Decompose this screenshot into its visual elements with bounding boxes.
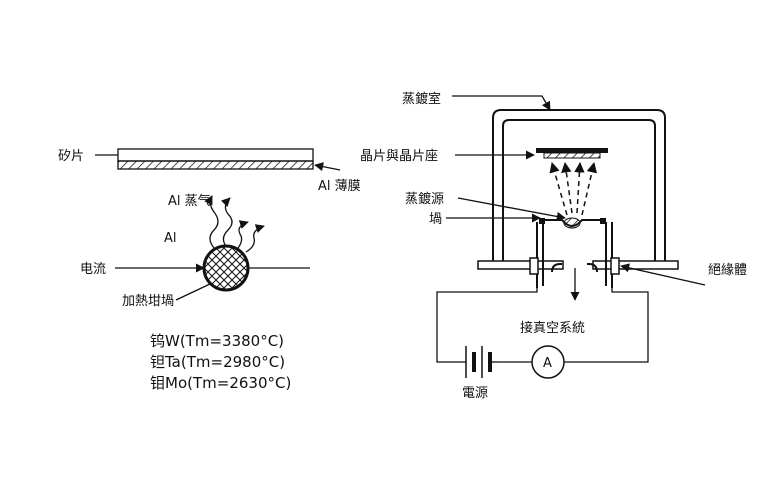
vapor-arrow-4 <box>245 224 265 253</box>
label-heater: 加熱坩堝 <box>122 294 174 309</box>
label-chamber: 蒸鍍室 <box>402 91 441 107</box>
al-film <box>117 160 314 170</box>
battery <box>463 346 500 378</box>
vapor-dash-4 <box>581 161 597 216</box>
insulator-leader <box>620 263 706 286</box>
material-molybdenum: 钼Mo(Tm=2630°C) <box>150 374 291 392</box>
chamber-leader <box>452 95 551 111</box>
pump-pipe-right <box>587 263 598 273</box>
crucible-clamp-right <box>600 218 606 224</box>
circuit-left <box>436 288 538 363</box>
right-diagram: 接真空系統 電源 A 蒸鍍室 晶片與晶片座 蒸鍍源 堝 絕緣體 <box>360 91 747 401</box>
material-tantalum: 钽Ta(Tm=2980°C) <box>150 353 285 371</box>
vapor-arrow-1 <box>204 195 219 249</box>
ammeter <box>531 345 565 379</box>
vapor-dash-2 <box>561 161 573 214</box>
base-plate-left <box>477 260 564 270</box>
left-diagram: 矽片 Al 薄膜 电流 加熱坩堝 Al 蒸气 Al <box>58 148 361 309</box>
chamber-inner-wall <box>502 119 656 262</box>
insulator-right <box>610 257 620 275</box>
vapor-arrow-3 <box>237 220 249 249</box>
label-source: 蒸鍍源 <box>405 191 444 207</box>
ammeter-label: A <box>543 356 552 371</box>
wafer <box>117 148 314 162</box>
heater-crucible <box>202 244 250 292</box>
vapor-dash-3 <box>574 161 585 214</box>
vapor-dash-1 <box>549 161 568 216</box>
pump-pipe-left <box>551 263 562 273</box>
insulator-left <box>529 257 539 275</box>
source-leader <box>457 197 566 221</box>
label-current: 电流 <box>80 262 106 277</box>
label-al-film: Al 薄膜 <box>318 179 361 194</box>
vapor-arrow-2 <box>220 197 233 247</box>
label-power: 電源 <box>462 386 488 401</box>
label-holder: 晶片與晶片座 <box>360 149 438 164</box>
chamber-outer-wall <box>492 109 666 262</box>
heater-leader <box>175 283 211 301</box>
circuit-right <box>564 288 649 363</box>
label-insulator: 絕緣體 <box>708 263 747 278</box>
label-crucible: 堝 <box>429 212 442 227</box>
wafer-holder <box>536 148 608 153</box>
al-film-arrow <box>314 162 341 172</box>
label-wafer: 矽片 <box>58 149 84 164</box>
label-al: Al <box>164 231 177 246</box>
evaporation-source <box>563 217 581 229</box>
material-tungsten: 钨W(Tm=3380°C) <box>150 332 284 350</box>
label-al-vapor: Al 蒸气 <box>168 193 211 209</box>
wafer <box>543 152 601 159</box>
crucible-clamp-left <box>539 218 545 224</box>
label-pump: 接真空系統 <box>520 320 585 336</box>
materials-list: 钨W(Tm=3380°C) 钽Ta(Tm=2980°C) 钼Mo(Tm=2630… <box>150 332 291 392</box>
